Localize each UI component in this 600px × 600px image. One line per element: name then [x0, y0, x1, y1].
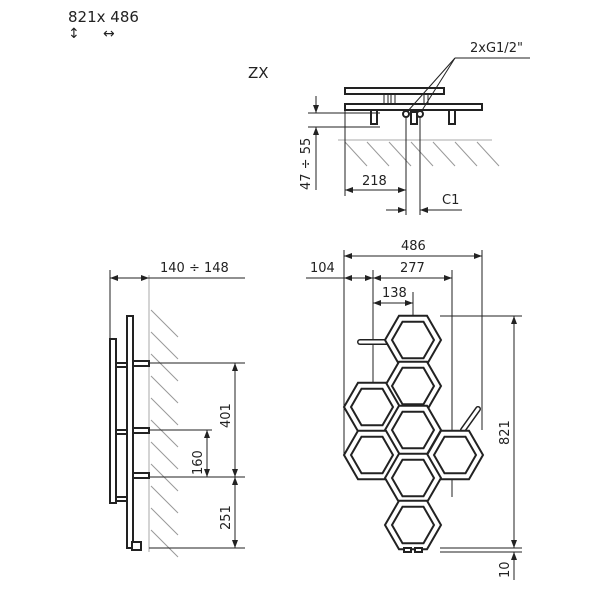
hexagon-element	[383, 452, 443, 504]
hatch-line	[150, 309, 179, 338]
hatch-line	[476, 141, 500, 167]
half-label: 138	[382, 286, 407, 301]
hatch-line	[366, 141, 390, 167]
hatch-line	[150, 397, 179, 426]
bracket	[410, 111, 418, 125]
front-panel	[109, 338, 117, 504]
valve-connection	[416, 110, 424, 118]
bottom-bracket-label: 251	[219, 505, 234, 530]
hatch-line	[150, 331, 179, 360]
hexagon-element	[383, 360, 443, 412]
top-view: ZX 2xG1/2" 47 ÷ 55 218 C1	[248, 41, 530, 215]
hexagon-element	[425, 429, 485, 481]
bottom-gap-label: 10	[498, 561, 513, 578]
valve-connection	[402, 110, 410, 118]
hatch-line	[344, 141, 368, 167]
spacing-label: C1	[442, 193, 459, 208]
wall-bracket	[132, 472, 150, 479]
wall-bracket	[132, 360, 150, 367]
size-label: 821x 486	[68, 8, 139, 26]
hatch-line	[150, 353, 179, 382]
bracket	[370, 109, 378, 125]
hatch-line	[150, 419, 179, 448]
wall-hatch	[150, 309, 179, 558]
hexagon-element	[342, 429, 402, 481]
front-view: 486 104 277 138 821 10	[306, 239, 522, 580]
depth-label: 140 ÷ 148	[160, 261, 229, 276]
upper-panel	[344, 87, 445, 95]
bracket-spacing-label: 277	[400, 261, 425, 276]
left-offset-label: 104	[310, 261, 335, 276]
hatch-line	[150, 507, 179, 536]
hatch-line	[150, 375, 179, 404]
hatch-line	[432, 141, 456, 167]
bracket	[448, 109, 456, 125]
hatch-line	[388, 141, 412, 167]
hexagon-element	[383, 404, 443, 456]
hatch-line	[150, 485, 179, 514]
bracket-inner-label: 160	[191, 450, 206, 475]
wall-hatch	[344, 141, 500, 167]
hexagon-element	[383, 314, 443, 366]
offset-label: 218	[362, 174, 387, 189]
vertical-arrows-icon: ↕	[68, 26, 80, 42]
model-label: ZX	[248, 64, 269, 82]
width-label: 486	[401, 239, 426, 254]
honeycomb-radiator	[342, 314, 485, 551]
side-view: 140 ÷ 148 401 160 251	[109, 261, 245, 558]
hatch-line	[150, 529, 179, 558]
hatch-line	[410, 141, 434, 167]
hexagon-element	[383, 499, 443, 551]
height-label: 821	[498, 420, 513, 445]
hatch-line	[454, 141, 478, 167]
wall-bracket	[132, 427, 150, 434]
bracket-span-label: 401	[219, 403, 234, 428]
connection-label: 2xG1/2"	[470, 41, 523, 56]
horizontal-arrows-icon: ↔	[103, 26, 115, 42]
wall-gap-label: 47 ÷ 55	[299, 138, 314, 190]
hatch-line	[150, 441, 179, 470]
